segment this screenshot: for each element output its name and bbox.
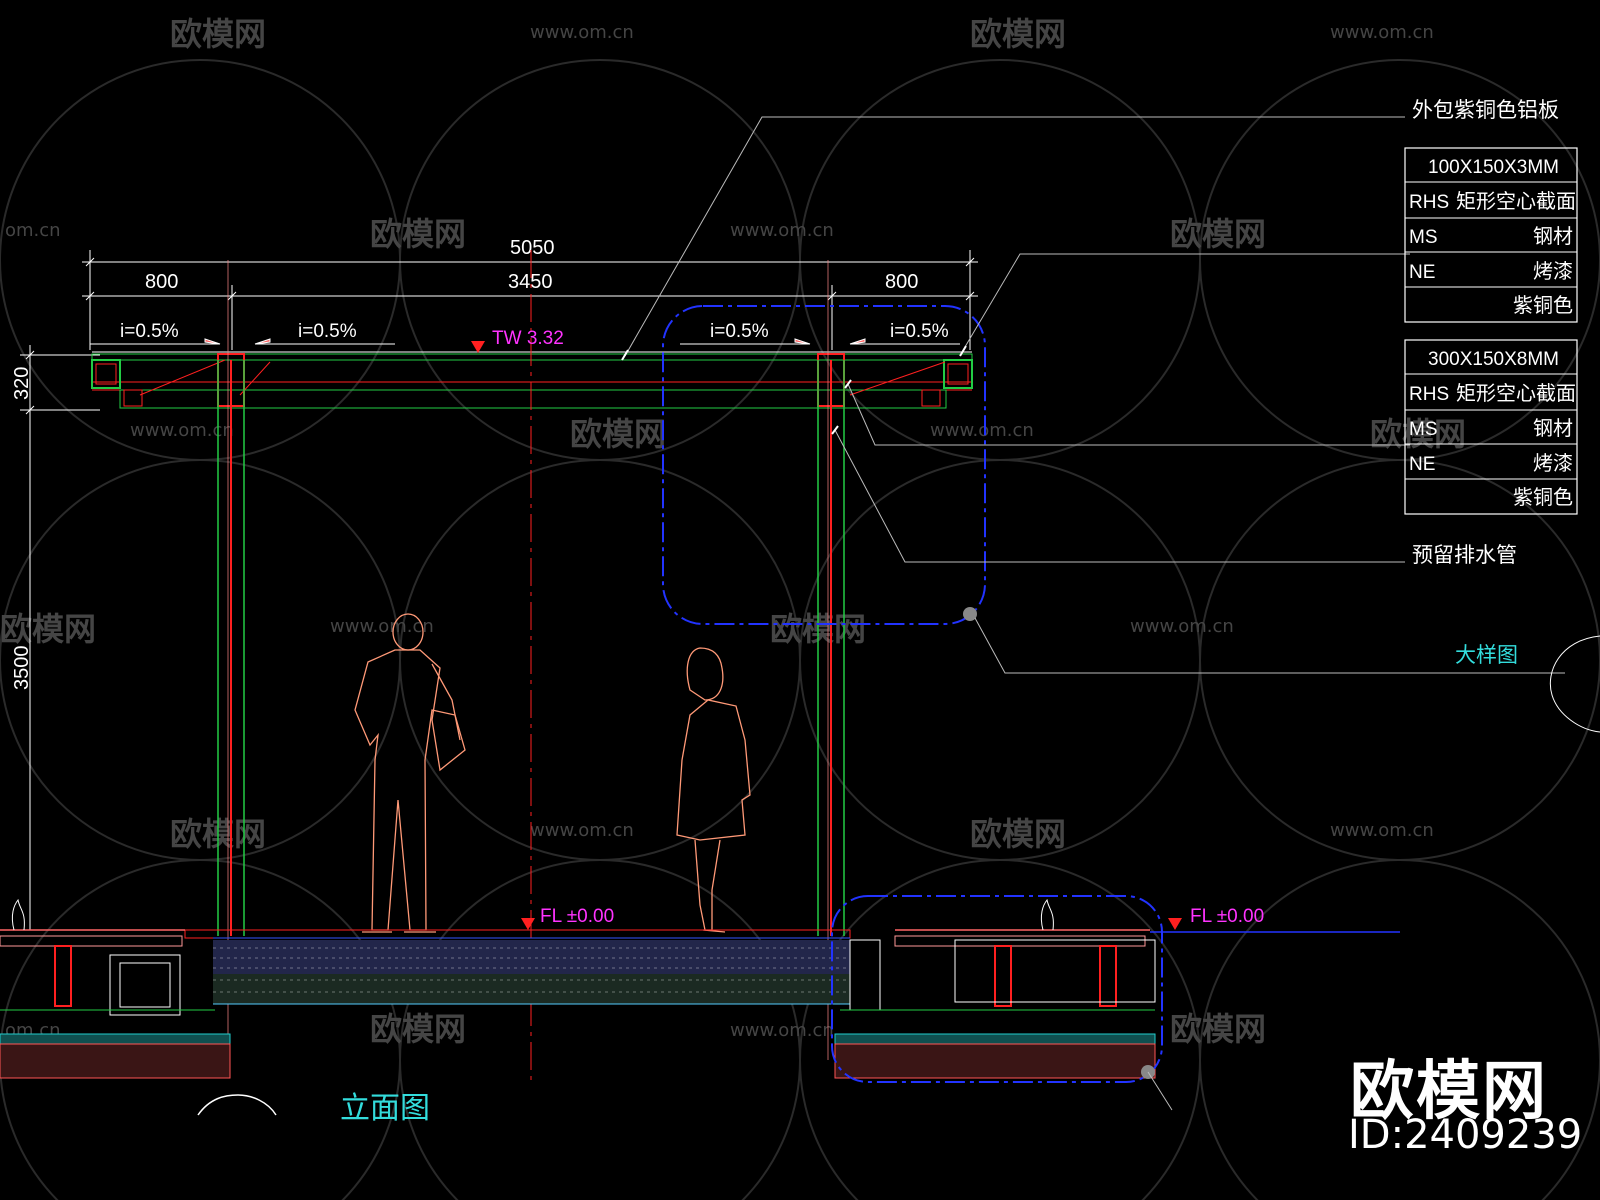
watermark-url: www.om.cn <box>330 616 434 637</box>
dimension-height-main: 3500 <box>11 646 33 691</box>
leader-lines <box>624 116 1565 1111</box>
spec-2-code: RHS <box>1409 384 1449 405</box>
watermark-brand: 欧模网 <box>1170 215 1266 253</box>
level-floor-right: FL ±0.00 <box>1190 906 1264 927</box>
columns <box>217 260 845 1060</box>
watermark-brand: 欧模网 <box>370 215 466 253</box>
callout-drain: 预留排水管 <box>1412 543 1517 567</box>
dimension-right-bay: 800 <box>885 271 918 293</box>
spec-table-1: 100X150X3MM RHS 矩形空心截面 MS 钢材 NE 烤漆 紫铜色 <box>1404 147 1578 323</box>
watermark-brand: 欧模网 <box>370 1010 466 1048</box>
spec-2-code: MS <box>1409 419 1438 440</box>
watermark-url: www.om.cn <box>1330 820 1434 841</box>
top-dimension-lines <box>82 250 978 350</box>
floor-slab <box>184 929 851 1005</box>
dimension-center-bay: 3450 <box>508 271 553 293</box>
leader-ticks <box>621 345 967 435</box>
spec-2-code: NE <box>1409 454 1435 475</box>
spec-2-desc: 紫铜色 <box>1513 485 1573 509</box>
watermark-brand: 欧模网 <box>170 15 266 53</box>
spec-2-desc: 矩形空心截面 <box>1456 381 1576 405</box>
slope-label-3: i=0.5% <box>710 321 769 342</box>
dimension-left-bay: 800 <box>145 271 178 293</box>
callout-cladding: 外包紫铜色铝板 <box>1412 98 1559 122</box>
spec-1-desc: 紫铜色 <box>1513 293 1573 317</box>
watermark-circles <box>0 59 1600 1200</box>
slope-label-2: i=0.5% <box>298 321 357 342</box>
watermark-url: www.om.cn <box>130 420 234 441</box>
watermark-url: www.om.cn <box>530 820 634 841</box>
slope-labels: i=0.5% i=0.5% i=0.5% i=0.5% <box>120 321 949 342</box>
slope-label-4: i=0.5% <box>890 321 949 342</box>
spec-2-size: 300X150X8MM <box>1428 349 1559 370</box>
level-floor-center: FL ±0.00 <box>540 906 614 927</box>
spec-1-desc: 烤漆 <box>1533 259 1573 283</box>
watermark-brand: 欧模网 <box>1170 1010 1266 1048</box>
watermark-url: www.om.cn <box>730 220 834 241</box>
vertical-dimension-lines <box>20 345 100 930</box>
spec-1-desc: 钢材 <box>1533 224 1573 248</box>
watermark-brand: 欧模网 <box>570 415 666 453</box>
spec-1-code: MS <box>1409 227 1438 248</box>
title-symbol-arc <box>197 1094 277 1116</box>
watermark-url: www.om.cn <box>1130 616 1234 637</box>
level-top: TW 3.32 <box>492 328 564 349</box>
callout-detail: 大样图 <box>1455 643 1518 667</box>
spec-2-desc: 钢材 <box>1533 416 1573 440</box>
watermark-brand: 欧模网 <box>970 15 1066 53</box>
spec-1-size: 100X150X3MM <box>1428 157 1559 178</box>
woman-figure <box>676 647 751 933</box>
spec-1-code: RHS <box>1409 192 1449 213</box>
left-planter-section <box>0 898 231 1079</box>
slope-arrows <box>90 338 960 345</box>
spec-2-desc: 烤漆 <box>1533 451 1573 475</box>
detail-marker <box>963 607 977 621</box>
man-figure <box>354 613 466 933</box>
slope-label-1: i=0.5% <box>120 321 179 342</box>
detail-circle-arc <box>1549 635 1600 733</box>
watermark-brand-large: 欧模网 <box>1350 1055 1548 1129</box>
spec-1-desc: 矩形空心截面 <box>1456 189 1576 213</box>
watermark-id: ID:2409239 <box>1348 1112 1583 1158</box>
watermark-url: www.om.cn <box>530 22 634 43</box>
watermark-brand: 欧模网 <box>970 815 1066 853</box>
watermark-url: www.om.cn <box>1330 22 1434 43</box>
spec-table-2: 300X150X8MM RHS 矩形空心截面 MS 钢材 NE 烤漆 紫铜色 <box>1404 339 1578 515</box>
drawing-title: 立面图 <box>340 1091 430 1126</box>
level-markers <box>471 341 1400 933</box>
watermark-url: www.om.cn <box>730 1020 834 1041</box>
spec-1-code: NE <box>1409 262 1435 283</box>
dimension-total: 5050 <box>510 237 555 259</box>
detail-boundaries <box>662 305 1163 1083</box>
watermark-brand: 欧模网 <box>0 610 96 648</box>
right-planter-section <box>834 898 1156 1079</box>
watermark-url: www.om.cn <box>930 420 1034 441</box>
watermark-brand: 欧模网 <box>1370 415 1466 453</box>
watermark-url: om.cn <box>5 220 61 241</box>
dimension-height-top: 320 <box>11 367 33 400</box>
